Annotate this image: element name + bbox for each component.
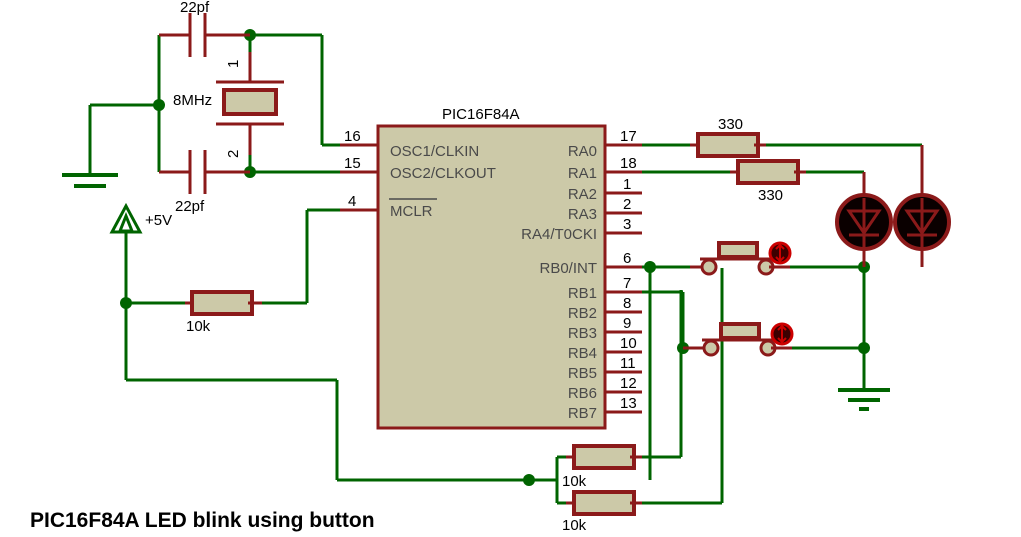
ic-pin-number-13: 13 (620, 395, 637, 412)
ic-pin-label-ra0: RA0 (568, 143, 597, 160)
ic-pin-number-8: 8 (623, 295, 631, 312)
ic-pin-label-mclr: MCLR (390, 203, 433, 220)
junction-dots (120, 29, 870, 486)
ic-pin-label-rb5: RB5 (568, 365, 597, 382)
ic-pin-label-ra3: RA3 (568, 206, 597, 223)
capacitor-bottom-label: 22pf (175, 198, 205, 215)
resistor-btn1 (566, 444, 642, 470)
resistor-btn2-label: 10k (562, 517, 587, 534)
ic-pin-number-4: 4 (348, 193, 356, 210)
push-button-2[interactable] (683, 322, 794, 357)
ic-pin-number-16: 16 (344, 128, 361, 145)
capacitor-top (159, 13, 250, 57)
ground-symbol-right (838, 388, 890, 411)
resistor-led1-label: 330 (718, 116, 743, 133)
crystal-symbol (216, 52, 284, 155)
crystal-pin2-number: 2 (225, 150, 242, 158)
resistor-led2-label: 330 (758, 187, 783, 204)
ic-pic16f84a[interactable] (340, 124, 642, 430)
ic-pin-label-rb1: RB1 (568, 285, 597, 302)
ic-pin-number-7: 7 (623, 275, 631, 292)
capacitor-bottom (159, 150, 250, 194)
resistor-led1 (690, 132, 766, 158)
ic-pin-number-3: 3 (623, 216, 631, 233)
ic-pin-number-17: 17 (620, 128, 637, 145)
ic-pin-label-osc2: OSC2/CLKOUT (390, 165, 496, 182)
capacitor-top-label: 22pf (180, 0, 210, 16)
resistor-btn2 (566, 490, 642, 516)
ic-pin-label-ra4: RA4/T0CKI (521, 226, 597, 243)
ic-pin-label-rb4: RB4 (568, 345, 597, 362)
ic-pin-number-11: 11 (620, 355, 636, 372)
ic-pin-number-2: 2 (623, 196, 631, 213)
push-button-1[interactable] (690, 241, 792, 276)
resistor-pullup (185, 290, 262, 316)
ic-pin-number-12: 12 (620, 375, 637, 392)
ic-pin-label-rb0: RB0/INT (539, 260, 597, 277)
ic-pin-number-15: 15 (344, 155, 361, 172)
resistor-led2 (730, 159, 806, 185)
ic-pin-number-6: 6 (623, 250, 631, 267)
ic-pin-label-rb6: RB6 (568, 385, 597, 402)
ic-pin-label-rb3: RB3 (568, 325, 597, 342)
ic-pin-label-rb7: RB7 (568, 405, 597, 422)
ic-pin-label-osc1: OSC1/CLKIN (390, 143, 479, 160)
resistor-btn1-label: 10k (562, 473, 587, 490)
ic-pin-label-ra2: RA2 (568, 186, 597, 203)
ic-pin-number-1: 1 (623, 176, 631, 193)
ic-pin-number-18: 18 (620, 155, 637, 172)
resistor-pullup-label: 10k (186, 318, 211, 335)
led-1 (835, 172, 893, 267)
ic-name-label: PIC16F84A (442, 106, 520, 123)
power-rail-triangle (109, 202, 143, 234)
led-2 (893, 145, 951, 267)
ic-pin-label-ra1: RA1 (568, 165, 597, 182)
ic-pin-label-rb2: RB2 (568, 305, 597, 322)
ic-pin-number-9: 9 (623, 315, 631, 332)
schematic-title: PIC16F84A LED blink using button (30, 509, 375, 532)
ground-symbol-left (62, 173, 118, 188)
crystal-label: 8MHz (173, 92, 212, 109)
power-label: +5V (145, 212, 172, 229)
ic-pin-number-10: 10 (620, 335, 637, 352)
crystal-pin1-number: 1 (225, 60, 242, 68)
